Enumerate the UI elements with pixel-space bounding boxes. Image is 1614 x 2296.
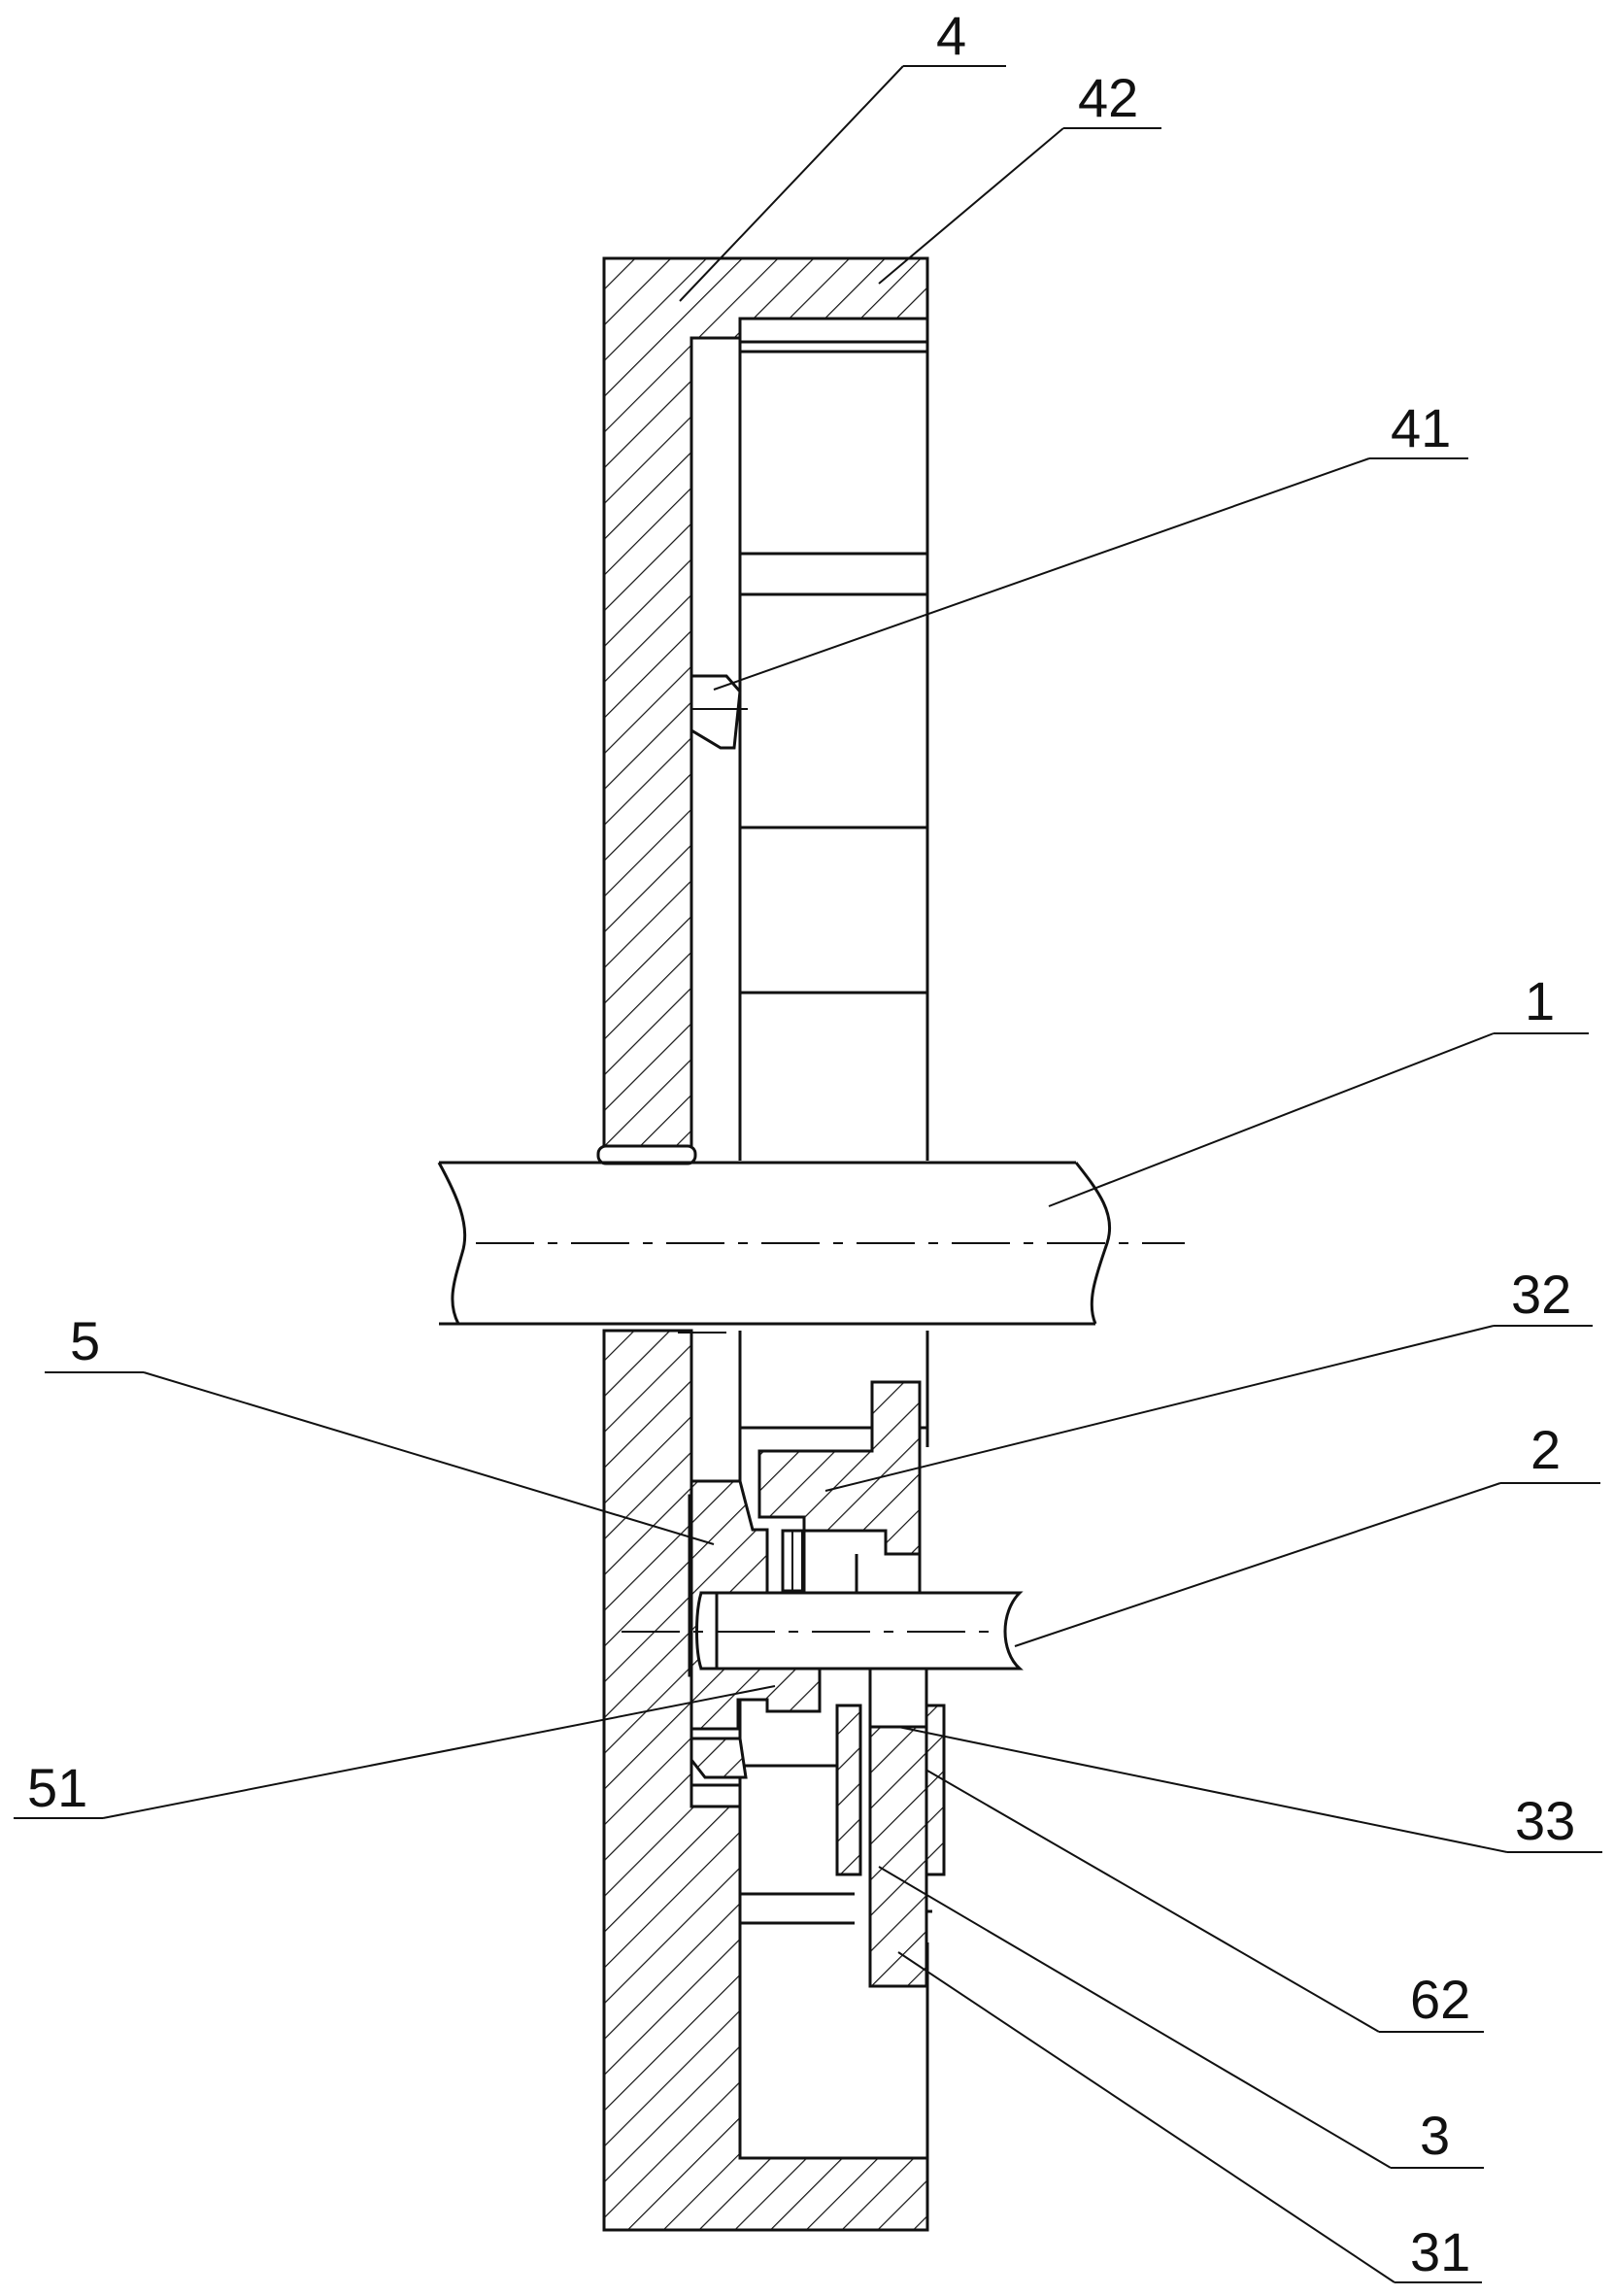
leader-lines: [14, 65, 1602, 2283]
label-1: 1: [1525, 970, 1555, 1031]
label-32: 32: [1511, 1264, 1571, 1325]
housing-upper: [596, 256, 929, 1165]
label-33: 33: [1515, 1790, 1575, 1851]
label-51: 51: [27, 1757, 87, 1818]
label-41: 41: [1391, 397, 1451, 458]
main-shaft: [437, 1161, 1185, 1326]
label-4: 4: [936, 5, 966, 66]
secondary-shaft: [622, 1591, 1024, 1671]
label-62: 62: [1410, 1969, 1470, 2030]
label-2: 2: [1530, 1419, 1561, 1480]
part-3-stack: [835, 1667, 946, 1988]
label-42: 42: [1078, 67, 1138, 128]
label-31: 31: [1410, 2221, 1470, 2282]
label-5: 5: [70, 1310, 100, 1371]
label-3: 3: [1420, 2105, 1450, 2166]
